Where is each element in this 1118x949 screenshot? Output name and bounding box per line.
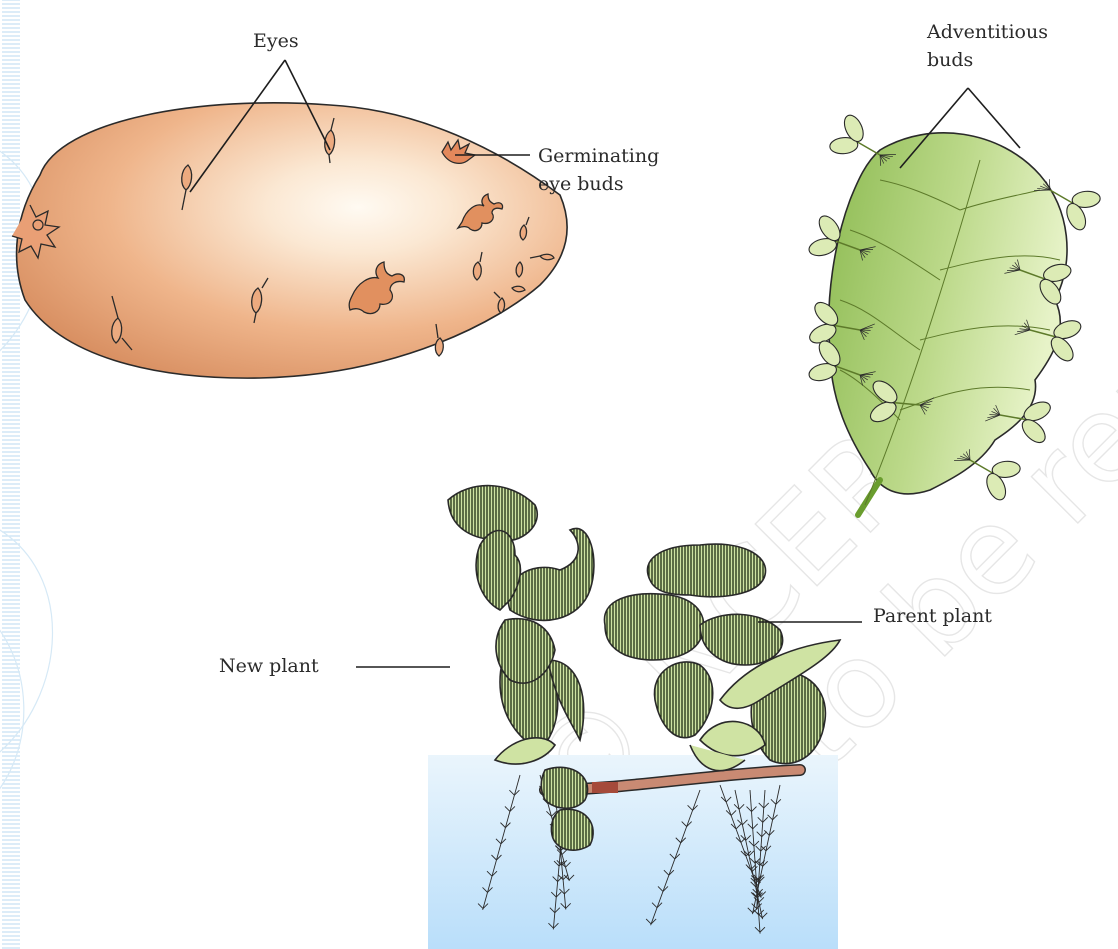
label-adventitious-line2: buds — [927, 49, 973, 71]
label-new-plant: New plant — [219, 655, 319, 677]
potato-body — [17, 103, 567, 378]
label-germinating-line2: eye buds — [538, 173, 624, 195]
label-parent-plant: Parent plant — [873, 605, 992, 627]
label-adventitious-line1: Adventitious — [926, 21, 1048, 43]
potato-tuber: Eyes Germinating eye buds — [12, 30, 659, 378]
label-eyes: Eyes — [253, 30, 299, 52]
label-germinating-line1: Germinating — [538, 145, 659, 167]
page-margin-decoration — [0, 0, 53, 949]
stolon-dark-segment — [592, 782, 618, 793]
